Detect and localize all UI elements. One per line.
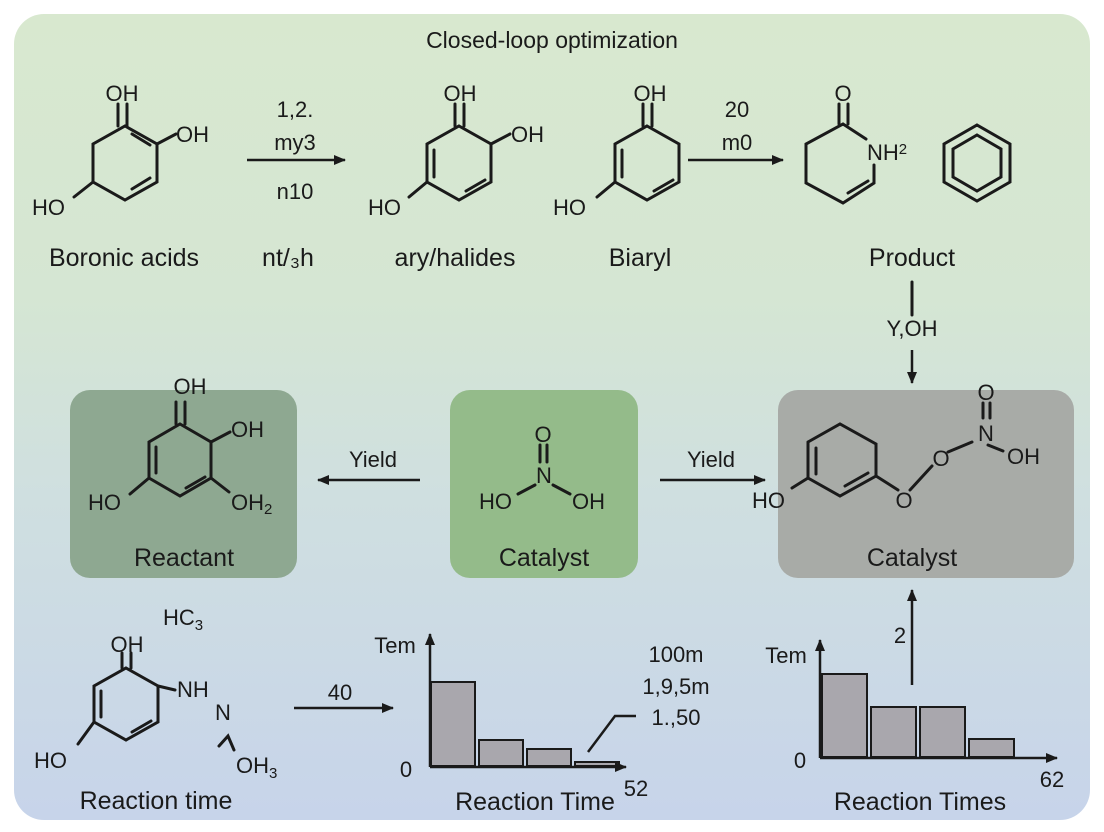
arrow1-below: n10 — [277, 179, 314, 204]
arrow1-label: nt/₃h — [262, 244, 314, 272]
mol1-oh-right: OH — [176, 122, 209, 147]
chart1-xlabel: Reaction Time — [455, 788, 615, 816]
catalyst-center-box — [450, 390, 638, 578]
molecule-boronic-acids: OH OH HO — [32, 81, 209, 220]
molecule-aryl-halides: OH OH HO — [368, 81, 544, 220]
chart2-zero-label: 0 — [794, 748, 806, 773]
mol5-oh3: OH3 — [236, 753, 277, 782]
chart1-annotation-1: 100m — [648, 642, 703, 667]
molecule-catalyst-center: O N HO OH — [479, 422, 605, 514]
chart-bar — [526, 748, 572, 767]
catalyst-center-n: N — [536, 463, 552, 488]
molecule-product: O NH2 — [804, 81, 907, 205]
chart2-x-end-label: 62 — [1040, 767, 1064, 792]
catalyst-right-o1: O — [932, 446, 949, 471]
chart1-x-end-label: 52 — [624, 776, 648, 801]
catalyst-right-oh: OH — [1007, 444, 1040, 469]
molecule-catalyst-right: O N O OH O HO — [752, 380, 1040, 513]
catalyst-right-ho: HO — [752, 488, 785, 513]
mol3-oh-top: OH — [634, 81, 667, 106]
mol1-ho-left: HO — [32, 195, 65, 220]
label-product: Product — [869, 244, 955, 272]
mol5-n: N — [215, 700, 231, 725]
chart1-zero-label: 0 — [400, 757, 412, 782]
bar-chart-2: Tem 0 62 Reaction Times — [765, 639, 1064, 816]
mol2-oh-right: OH — [511, 122, 544, 147]
chart-bar — [821, 673, 868, 758]
mol2-ho-left: HO — [368, 195, 401, 220]
mol4-o-top: O — [834, 81, 851, 106]
catalyst-right-o2: O — [895, 488, 912, 513]
chart2-ylabel: Tem — [765, 643, 807, 668]
label-biaryl: Biaryl — [609, 244, 672, 272]
mol1-oh-top: OH — [106, 81, 139, 106]
chart-bar — [430, 681, 476, 767]
catalyst-center-oh: OH — [572, 489, 605, 514]
mol5-hc3: HC3 — [163, 605, 203, 634]
arrow1-above-1: 1,2. — [277, 97, 314, 122]
molecule-biaryl: OH HO — [553, 81, 681, 220]
chart-bar — [919, 706, 966, 758]
arrow1-above-2: my3 — [274, 130, 316, 155]
down-arrow-label: Y,OH — [887, 316, 938, 341]
arrow2-above-2: m0 — [722, 130, 753, 155]
chart-bar — [478, 739, 524, 767]
chart-bar — [870, 706, 917, 758]
catalyst-right-o-top: O — [977, 380, 994, 405]
arrow-left-label: Yield — [349, 447, 397, 472]
chart-bar — [574, 761, 620, 767]
arrow3-label: 40 — [328, 680, 352, 705]
chart1-annotation-3: 1.,50 — [652, 705, 701, 730]
mol5-oh-top: OH — [111, 632, 144, 657]
chart1-ylabel: Tem — [374, 633, 416, 658]
up-arrow-label: 2 — [894, 623, 906, 648]
mol5-nh: NH — [177, 677, 209, 702]
reactant-oh-top: OH — [174, 374, 207, 399]
reactant-ho-left: HO — [88, 490, 121, 515]
label-reaction-time: Reaction time — [80, 787, 233, 815]
benzene-ring — [942, 123, 1012, 203]
label-catalyst-right: Catalyst — [867, 544, 957, 572]
catalyst-center-o: O — [534, 422, 551, 447]
catalyst-center-ho: HO — [479, 489, 512, 514]
mol5-ho: HO — [34, 748, 67, 773]
catalyst-right-n: N — [978, 421, 994, 446]
reactant-oh-right: OH — [231, 417, 264, 442]
mol2-oh-top: OH — [444, 81, 477, 106]
chart2-xlabel: Reaction Times — [834, 788, 1006, 816]
mol3-ho-left: HO — [553, 195, 586, 220]
label-reactant: Reactant — [134, 544, 234, 572]
mol4-nh2: NH2 — [867, 140, 907, 165]
label-aryl-halides: ary/halides — [395, 244, 516, 272]
chart-bar — [968, 738, 1015, 758]
molecule-reaction-time: HC3 OH NH N OH3 HO — [34, 605, 277, 782]
bar-chart-1: Tem 0 52 Reaction Time 100m 1,9,5m 1.,50 — [374, 633, 710, 816]
molecule-reactant: OH OH HO OH2 — [88, 374, 272, 518]
reactant-oh2: OH2 — [231, 490, 272, 518]
arrow2-above-1: 20 — [725, 97, 749, 122]
label-catalyst-center: Catalyst — [499, 544, 589, 572]
chart1-annotation-leader — [587, 714, 636, 753]
arrow-right-label: Yield — [687, 447, 735, 472]
reactant-box — [70, 390, 297, 578]
catalyst-right-box — [778, 390, 1074, 578]
chart1-annotation-2: 1,9,5m — [642, 674, 709, 699]
label-boronic-acids: Boronic acids — [49, 244, 199, 272]
diagram-title: Closed-loop optimization — [426, 27, 678, 53]
